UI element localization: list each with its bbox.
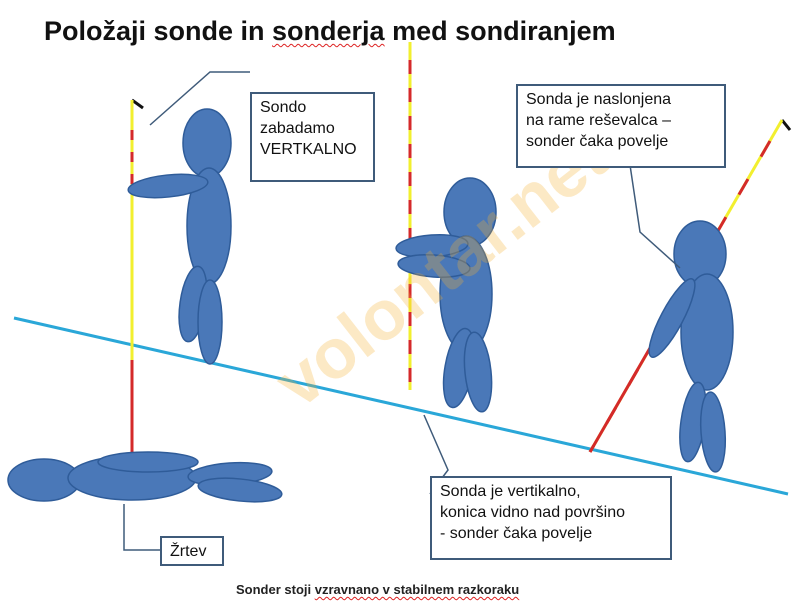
callout-vertical-leader [149,71,250,126]
snow-slope-line [13,316,789,496]
figure-3-leg-right [699,391,727,473]
callout-victim-leader [123,504,160,551]
callout-shoulder: Sonda je naslonjena na rame reševalca – … [516,84,726,168]
figure-2-arm-lower [397,253,471,279]
footer-part-2: vzravnano v stabilnem razkoraku [314,582,520,597]
figure-3-arm [648,278,696,358]
callout-shoulder-leader [629,164,681,269]
prober-figure-3 [588,119,792,473]
callout-vertical-line-1: Sondo [260,99,307,116]
probe-3-black-tip [780,119,792,131]
prober-figure-1 [127,98,232,460]
title-part-2: sonderja [272,16,385,46]
callout-vertical: Sondo zabadamo VERTKALNO [250,92,375,182]
footer-part-1: Sonder stoji [236,582,315,597]
figure-1-head [182,108,232,178]
callout-shoulder-line-2: na rame reševalca – [526,112,671,129]
callout-surface-line-2: konica vidno nad površino [440,504,626,521]
probe-3-red-lower [588,347,652,453]
callout-surface-line-3: - sonder čaka povelje [440,525,593,542]
figure-3-torso [680,273,734,391]
callout-surface: Sonda je vertikalno, konica vidno nad po… [430,476,672,560]
figure-1-arm [127,173,209,199]
callout-vertical-line-3: VERTKALNO [260,141,357,158]
callout-victim-text: Žrtev [170,543,207,560]
footer-caption: Sonder stoji vzravnano v stabilnem razko… [236,582,519,597]
probe-1-black-tip [131,98,144,110]
victim-figure [7,451,283,503]
callout-shoulder-line-3: sonder čaka povelje [526,133,669,150]
callout-victim: Žrtev [160,536,224,566]
title-part-3: med sondiranjem [384,16,616,46]
prober-figure-2 [395,42,497,413]
callout-shoulder-line-1: Sonda je naslonjena [526,91,672,108]
figure-1-leg-right [197,279,223,365]
figure-2-leg-right [463,331,493,413]
page-title: Položaji sonde in sonderja med sondiranj… [44,16,616,47]
victim-leg-lower [197,477,283,503]
callout-vertical-line-2: zabadamo [260,120,335,137]
title-part-1: Položaji sonde in [44,16,273,46]
callout-surface-line-1: Sonda je vertikalno, [440,483,581,500]
victim-arm [97,451,199,473]
